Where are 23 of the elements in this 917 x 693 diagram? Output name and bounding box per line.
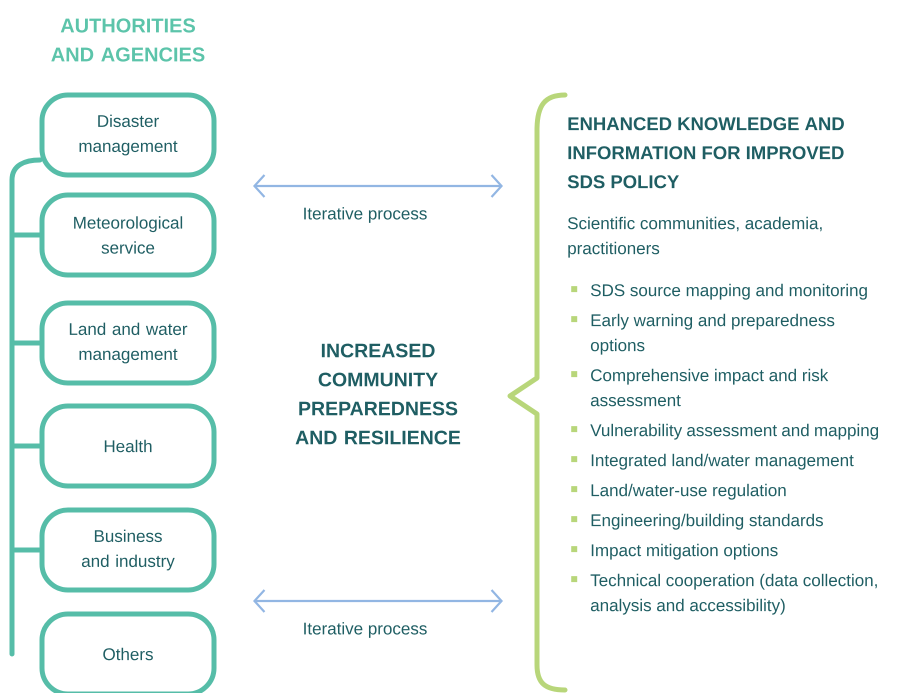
agency-box: Business and industry <box>40 508 216 592</box>
edge-label: Iterative process <box>304 622 427 638</box>
double-arrow <box>253 589 503 613</box>
agency-box: Meteorological service <box>40 192 216 278</box>
center-text: INCREASED COMMUNITY PREPAREDNESS AND RESILIENCE <box>296 344 460 444</box>
list-item: Technical cooperation (data collection, analysis and accessibility) <box>590 574 877 615</box>
list-item: SDS source mapping and monitoring <box>590 284 867 300</box>
list-item: Comprehensive impact and risk assessment <box>590 368 828 406</box>
agency-box: Land and water management <box>40 300 216 386</box>
list-item: Engineering/building standards <box>592 514 823 530</box>
agency-box: Others <box>40 612 216 693</box>
list-item: Early warning and preparedness options <box>590 314 834 355</box>
list-item: Impact mitigation options <box>592 544 778 560</box>
list-item: Land/water-use regulation <box>592 484 786 500</box>
agency-box: Disaster management <box>40 92 216 178</box>
heading: ENHANCED KNOWLEDGE AND INFORMATION FOR IMPROVED SDS POLICY <box>568 117 844 188</box>
agency-box: Health <box>40 404 216 488</box>
body-text: Scientific communities, academia, practitioners <box>568 216 822 258</box>
double-arrow <box>253 174 503 198</box>
list-item: Integrated land/water management <box>592 454 854 470</box>
edge-label: Iterative process <box>304 207 427 223</box>
list-item: Vulnerability assessment and mapping <box>590 424 878 440</box>
column-heading: AUTHORITIES AND AGENCIES <box>51 18 204 62</box>
